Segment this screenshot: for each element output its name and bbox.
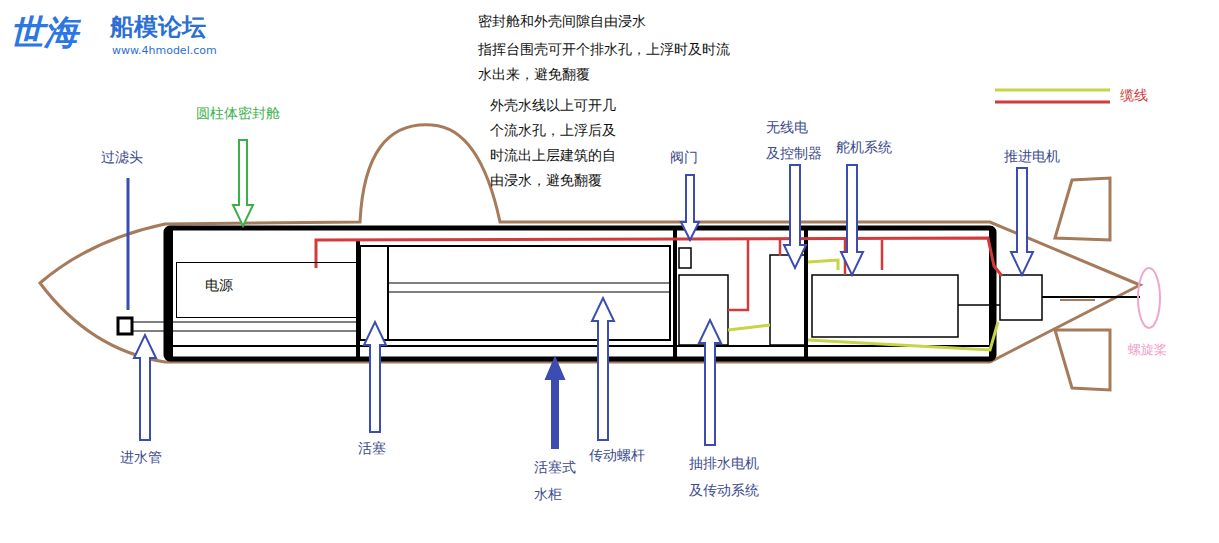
part-label: 抽排水电机 及传动系统 [689,450,763,504]
lead-screw [388,283,670,284]
mid-fin [1060,299,1095,301]
inlet-pipe [132,331,360,332]
part-label: 过滤头 [101,148,143,166]
watermark-title: 船模论坛 [110,12,206,43]
part-label: 无线电 及控制器 [766,114,826,166]
part-label: 传动螺杆 [589,446,645,464]
part-label: 推进电机 [1004,147,1060,165]
inlet-filter [118,318,132,334]
lead-screw [388,292,670,293]
shaft [1042,296,1140,298]
lower-fin [1055,330,1110,390]
red-cable [728,240,748,310]
callout-arrow [233,140,253,226]
part-label: 活塞式 水柜 [534,454,580,508]
watermark-logo: 世海 [10,10,78,54]
callout-arrow [1011,168,1033,275]
green-cable [728,325,770,330]
green-cable [808,260,838,270]
node-text: 电源 [205,277,346,295]
piston [387,246,389,340]
red-cable [881,240,884,270]
callout-arrow [699,320,721,445]
thruster-motor [1000,275,1042,320]
upper-fin [1055,178,1110,240]
callout-arrow [681,175,699,240]
servo-link [958,304,1000,306]
part-label: 圆柱体密封舱 [196,104,280,122]
red-cable [316,238,1002,276]
callout-arrow [784,165,806,268]
bulkhead [167,228,173,359]
part-label: 进水管 [120,448,162,466]
callout-arrow [364,322,386,432]
note: 外壳水线以上可开几 个流水孔，上浮后及 时流出上层建筑的自 由浸水，避免翻覆 [490,93,624,193]
inlet-pipe [132,322,360,323]
legend-line [995,89,1110,92]
part-label: 活塞 [358,439,386,457]
sealed-cylinder [166,228,994,359]
bulkhead [673,228,677,359]
servo-box [812,275,958,337]
valve [679,248,691,268]
part-label: 舵机系统 [836,138,892,156]
green-cable [808,322,998,350]
watermark-url: www.4hmodel.com [112,44,217,58]
battery-box: 电源 [176,262,357,318]
cylinder-inner-line [168,345,990,347]
note: 密封舱和外壳间隙自由浸水 [478,12,646,30]
note: 指挥台围壳可开个排水孔，上浮时及时流 水出来，避免翻覆 [478,37,752,87]
part-label: 螺旋桨 [1128,342,1167,359]
legend-line [995,101,1110,104]
callout-arrow [134,335,156,440]
part-label: 阀门 [670,148,698,166]
piston-tank [360,246,670,340]
callout-arrow [841,165,863,275]
callout-arrow [546,358,564,448]
propeller [1138,268,1160,328]
controller [770,255,806,345]
callout-arrow [592,298,614,440]
legend-text: 缆线 [1120,87,1148,105]
leader-line [127,178,130,310]
red-cable [779,240,782,256]
